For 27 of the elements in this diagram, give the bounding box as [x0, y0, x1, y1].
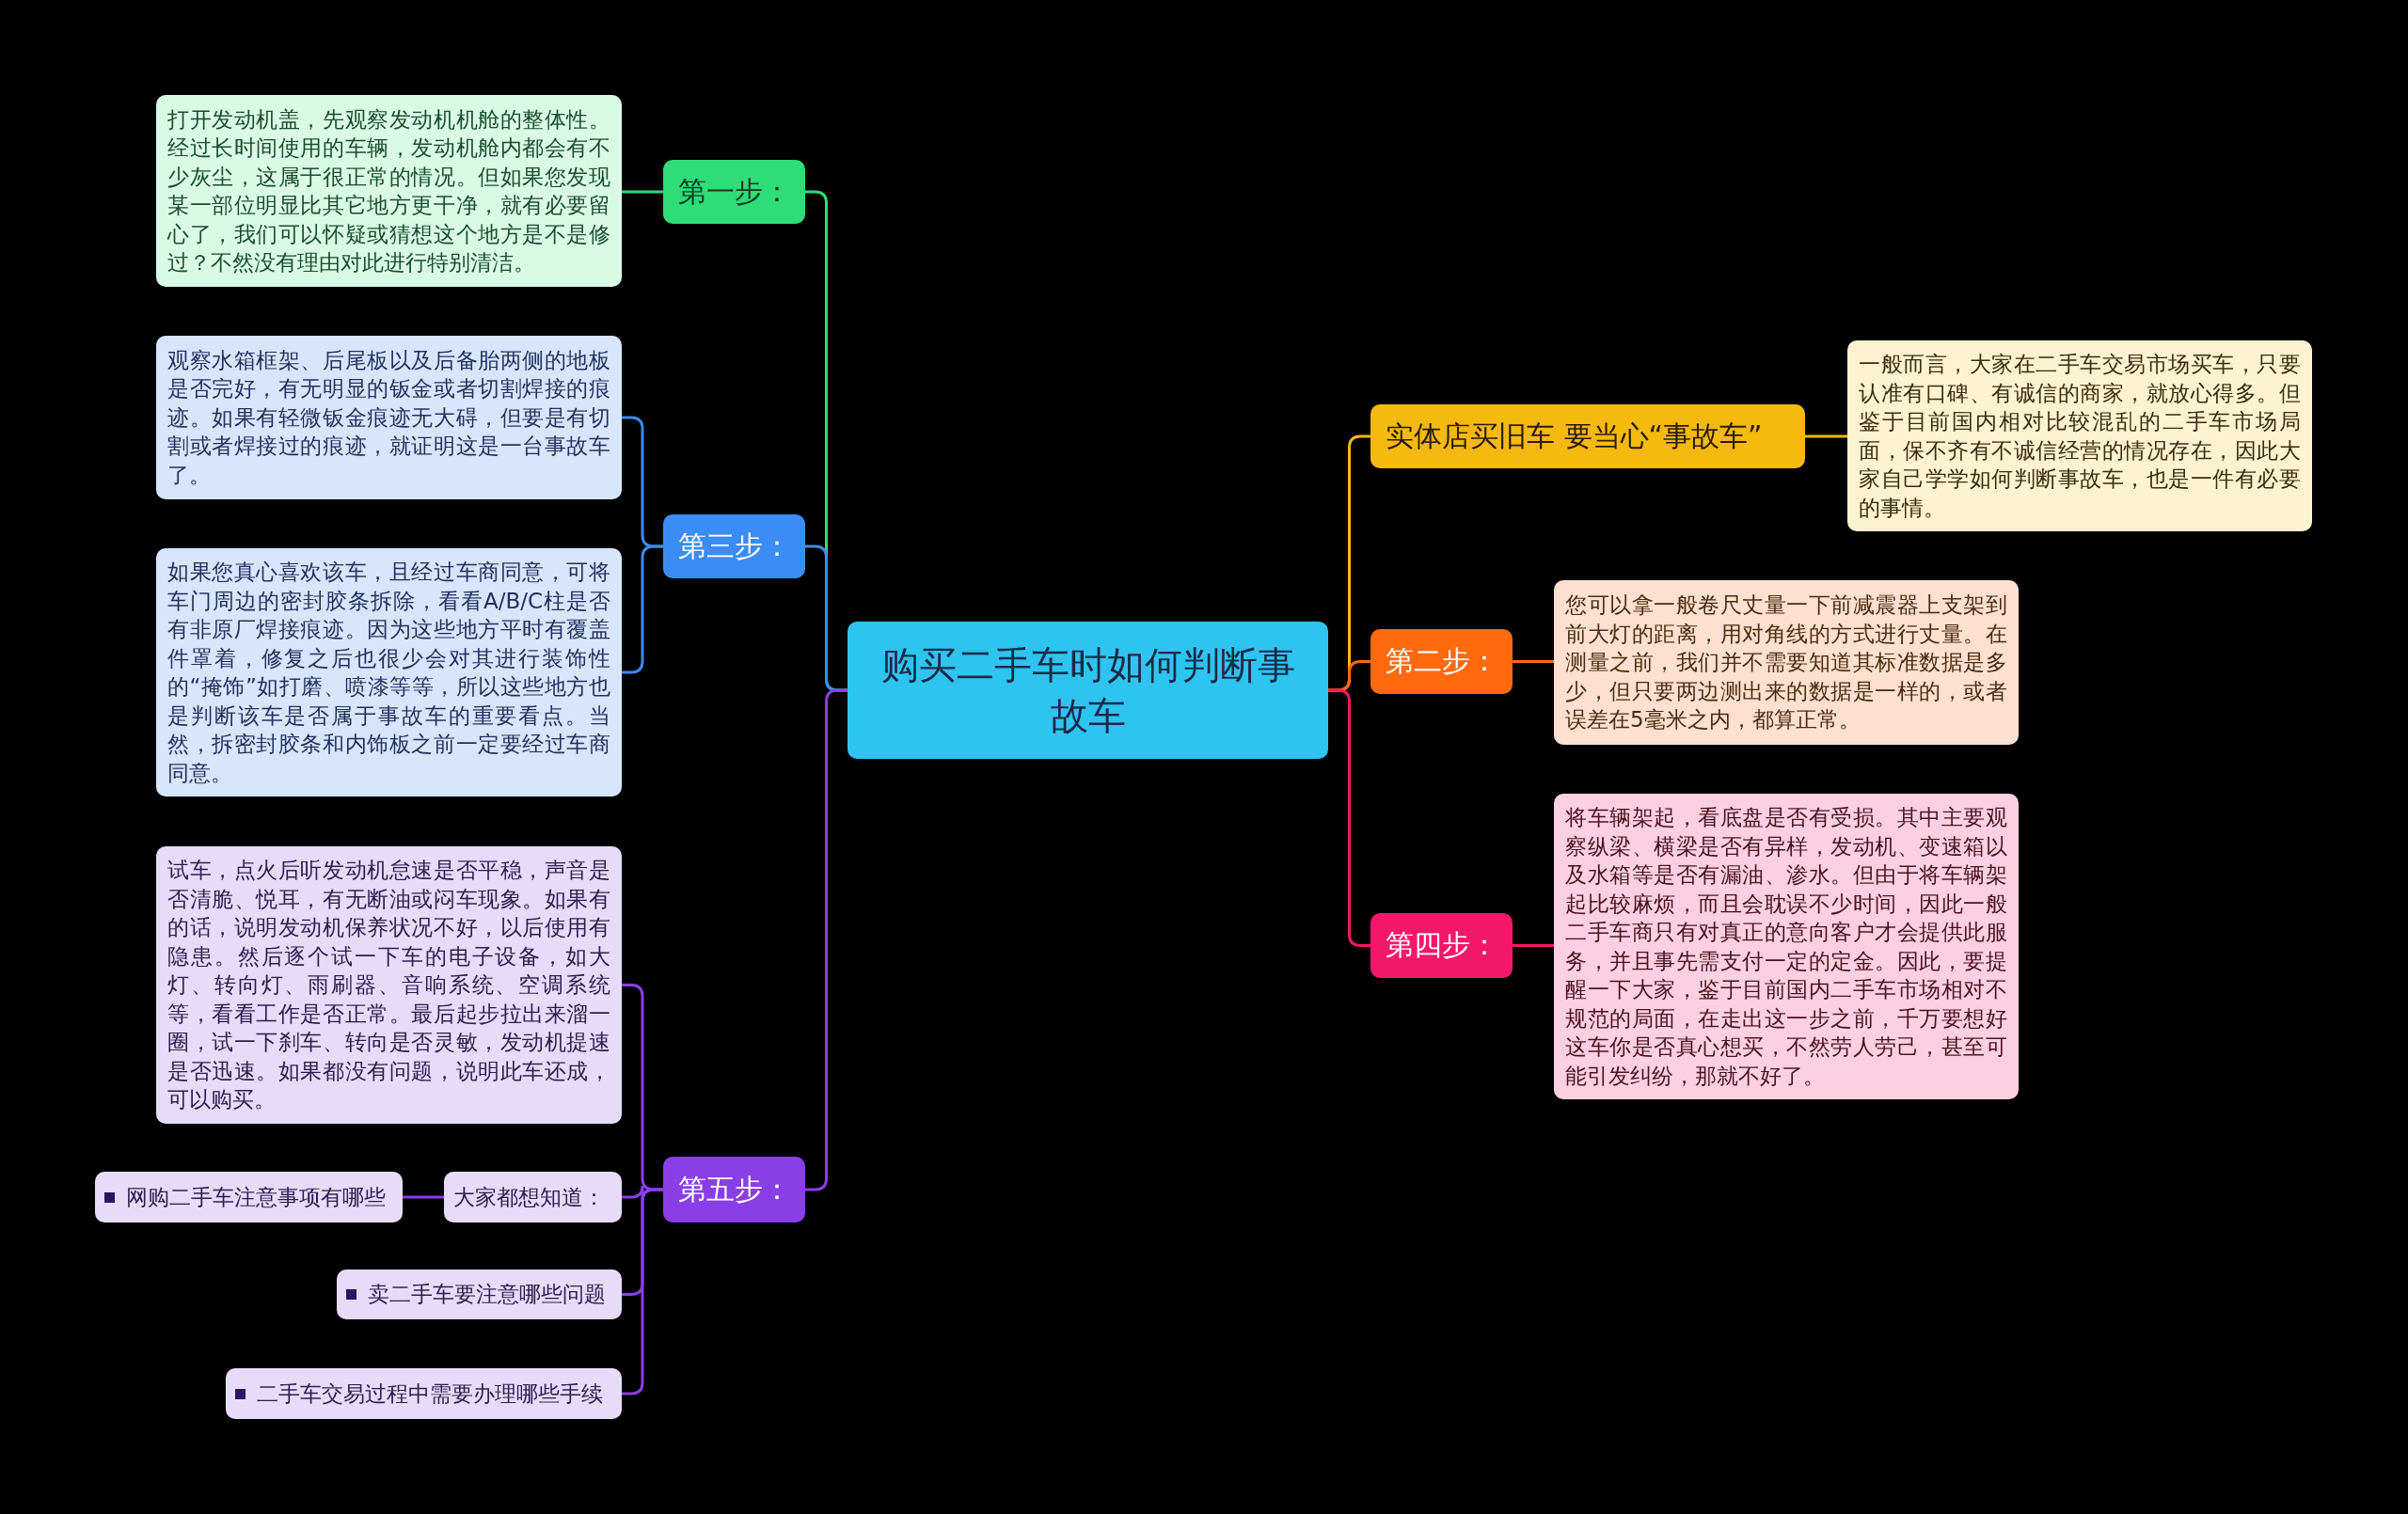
subtopic-box: 大家都想知道：	[444, 1172, 622, 1222]
note-box: 将车辆架起，看底盘是否有受损。其中主要观察纵梁、横梁是否有异样，发动机、变速箱以及水箱等是否有漏油、渗水。但由于将车辆架起比较麻烦，而且会耽误不少时间，因此一般二手车商只有对真正的意向客户才会提供此服务，并且事先需支付一定的定金。因此，要提醒一下大家，鉴于目前国内二手车市场相对不规范的局面，在走出这一步之前，千万要想好这车你是否真心想买，不然劳人劳己，甚至可能引发纠纷，那就不好了。	[1554, 794, 2019, 1099]
note-box: 观察水箱框架、后尾板以及后备胎两侧的地板是否完好，有无明显的钣金或者切割焊接的痕迹。如果有轻微钣金痕迹无大碍，但要是有切割或者焊接过的痕迹，就证明这是一台事故车了。	[156, 336, 622, 499]
central-topic-box: 购买二手车时如何判断事故车	[848, 622, 1328, 759]
branch-topic-box: 第五步：	[663, 1157, 805, 1222]
connector-line	[1805, 434, 1847, 438]
note-box: 打开发动机盖，先观察发动机机舱的整体性。经过长时间使用的车辆，发动机舱内都会有不少灰尘，这属于很正常的情况。但如果您发现某一部位明显比其它地方更干净，就有必要留心了，我们可以怀疑或猜想这个地方是不是修过？不然没有理由对此进行特别清洁。	[156, 95, 622, 287]
branch-topic-box: 第四步：	[1370, 913, 1513, 978]
connector-line	[1513, 944, 1554, 947]
connector-line	[805, 688, 848, 1191]
connector-line	[1513, 660, 1554, 663]
connector-line	[622, 190, 663, 194]
note-box: 一般而言，大家在二手车交易市场买车，只要认准有口碑、有诚信的商家，就放心得多。但鉴于目前国内相对比较混乱的二手车市场局面，保不齐有不诚信经营的情况存在，因此大家自己学学如何判断事故车，也是一件有必要的事情。	[1847, 340, 2312, 531]
branch-topic-box: 第二步：	[1370, 629, 1513, 694]
note-box: 试车，点火后听发动机怠速是否平稳，声音是否清脆、悦耳，有无断油或闷车现象。如果有的话，说明发动机保养状况不好，以后使用有隐患。然后逐个试一下车的电子设备，如大灯、转向灯、雨刷器、音响系统、空调系统等，看看工作是否正常。最后起步拉出来溜一圈，试一下刹车、转向是否灵敏，发动机提速是否迅速。如果都没有问题，说明此车还成，可以购买。	[156, 846, 622, 1124]
note-box: 您可以拿一般卷尺丈量一下前减震器上支架到前大灯的距离，用对角线的方式进行丈量。在测量之前，我们并不需要知道其标准数据是多少，但只要两边测出来的数据是一样的，或者误差在5毫米之内，都算正常。	[1554, 580, 2019, 745]
branch-topic-box: 实体店买旧车 要当心“事故车”	[1370, 404, 1805, 468]
related-link-box: 网购二手车注意事项有哪些	[95, 1172, 403, 1222]
branch-topic-box: 第一步：	[663, 160, 805, 224]
connector-line	[622, 544, 663, 674]
related-link-box: 二手车交易过程中需要办理哪些手续	[226, 1368, 622, 1419]
branch-topic-box: 第三步：	[663, 514, 805, 578]
connector-line	[1328, 688, 1370, 947]
related-link-box: 卖二手车要注意哪些问题	[337, 1270, 622, 1319]
connector-line	[622, 1188, 663, 1396]
note-box: 如果您真心喜欢该车，且经过车商同意，可将车门周边的密封胶条拆除，看看A/B/C柱是否有非原厂焊接痕迹。因为这些地方平时有覆盖件罩着，修复之后也很少会对其进行装饰性的“掩饰”如打磨、喷漆等等，所以这些地方也是判断该车是否属于事故车的重要看点。当然，拆密封胶条和内饰板之前一定要经过车商同意。	[156, 548, 622, 796]
connector-line	[403, 1195, 444, 1199]
